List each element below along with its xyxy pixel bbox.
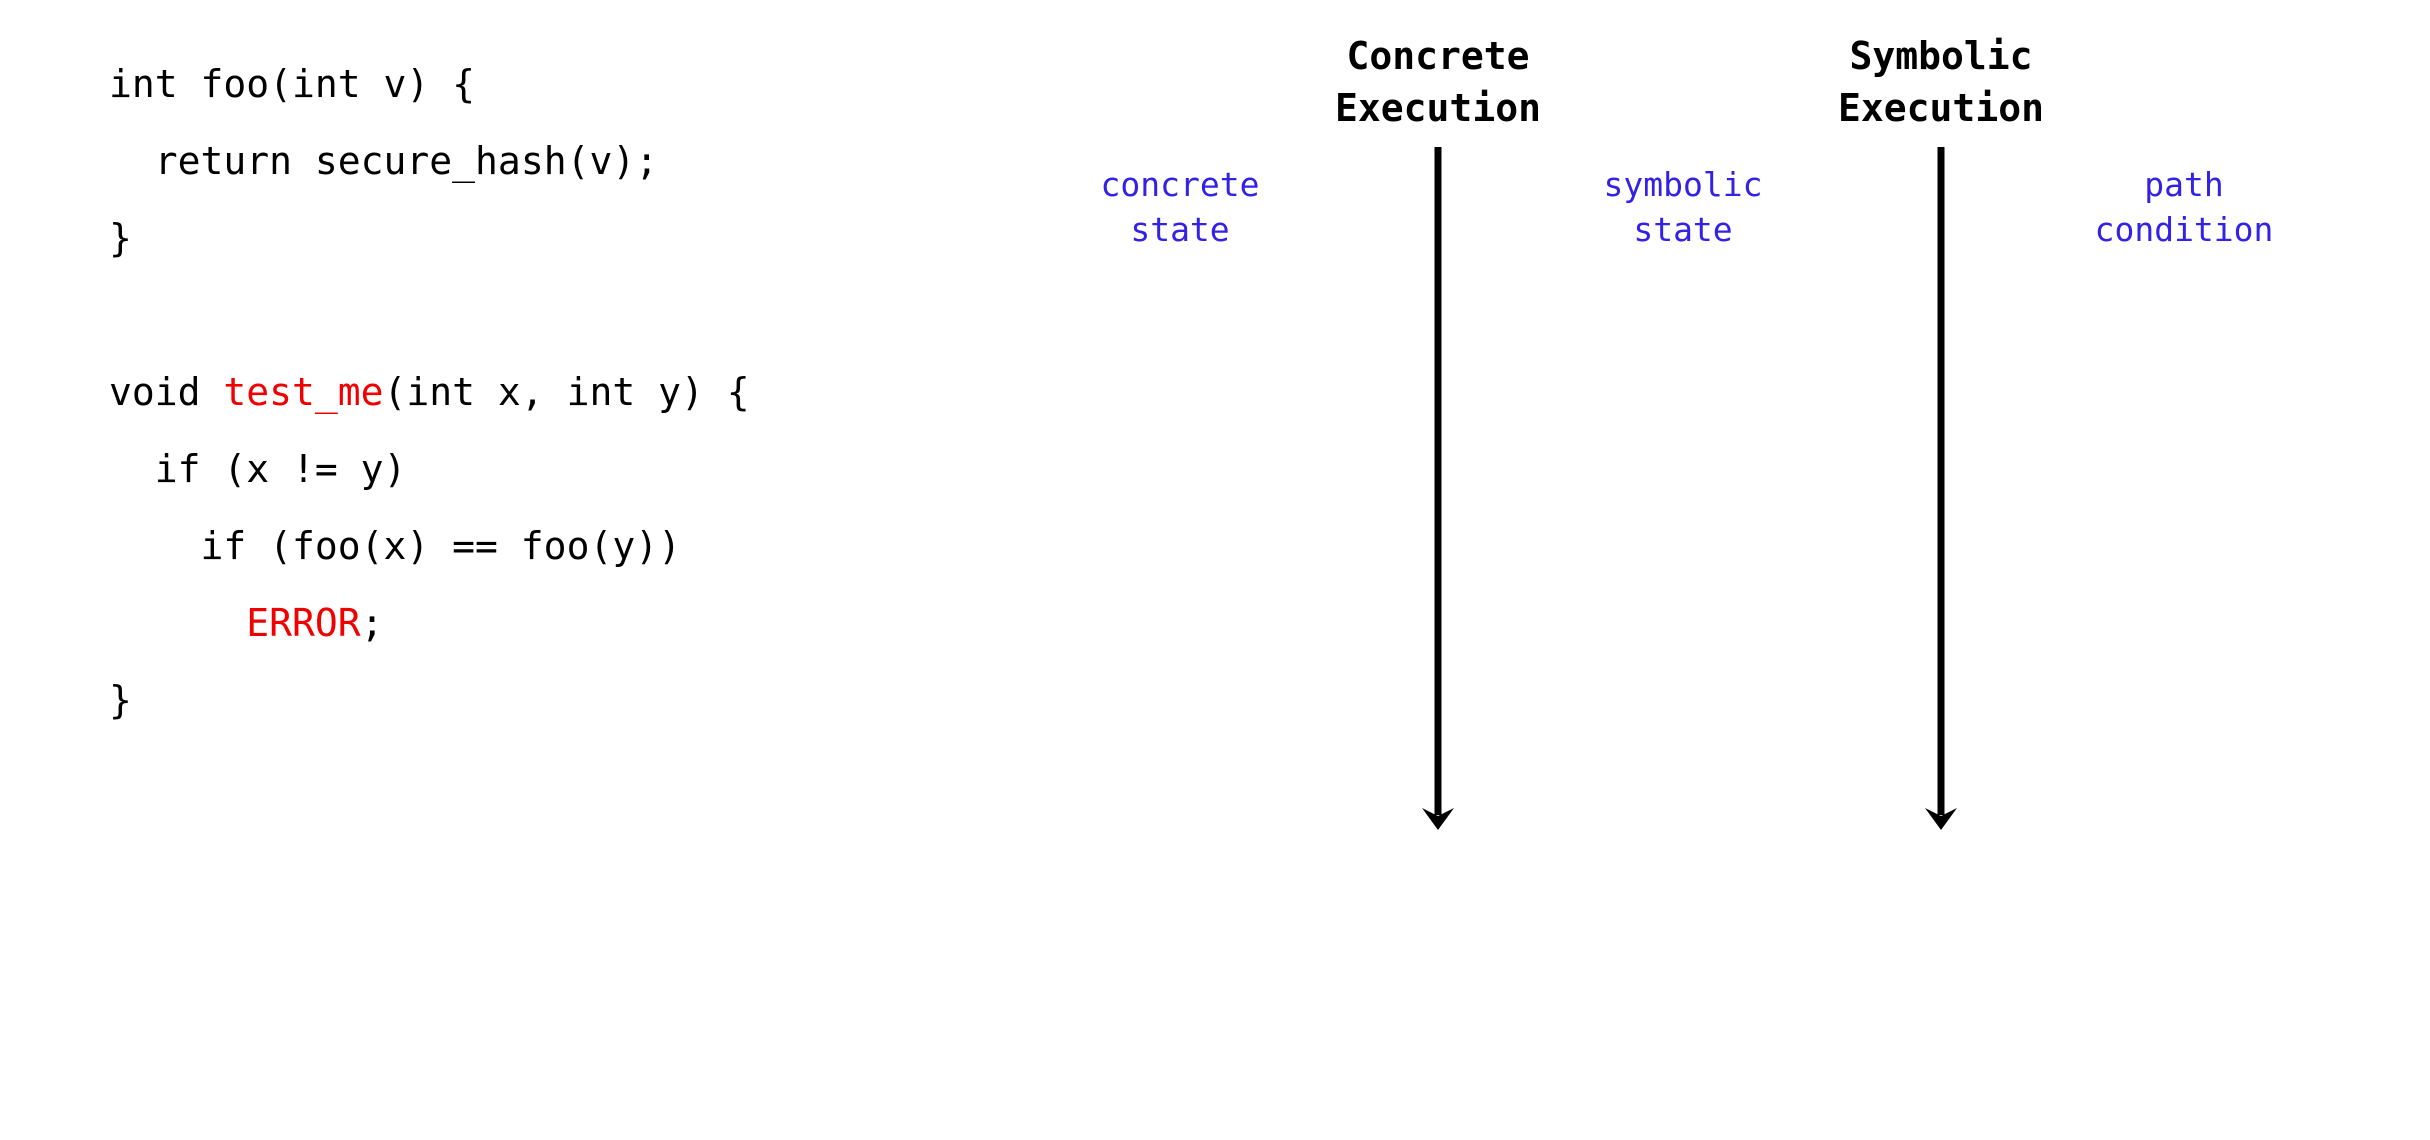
label-line: concrete — [1100, 165, 1260, 204]
concrete-execution-heading: Concrete Execution — [1258, 30, 1618, 134]
highlighted-code-token: ERROR — [246, 601, 361, 645]
code-token: ; — [360, 601, 384, 645]
heading-line: Execution — [1335, 86, 1541, 130]
path-condition-label: path condition — [2034, 162, 2334, 252]
highlighted-code-token: test_me — [223, 370, 384, 414]
code-line: return secure_hash(v); — [109, 123, 750, 200]
symbolic-execution-heading: Symbolic Execution — [1761, 30, 2121, 134]
code-line: void test_me(int x, int y) { — [109, 354, 750, 431]
code-token: } — [109, 678, 132, 722]
symbolic-state-label: symbolic state — [1533, 162, 1833, 252]
label-line: state — [1130, 210, 1230, 249]
code-token: if (x != y) — [154, 447, 407, 491]
code-token: void — [109, 370, 224, 414]
code-token: } — [109, 216, 132, 260]
heading-line: Execution — [1838, 86, 2044, 130]
label-line: symbolic — [1603, 165, 1763, 204]
code-line: if (foo(x) == foo(y)) — [109, 508, 750, 585]
label-line: state — [1633, 210, 1733, 249]
label-line: path — [2144, 165, 2224, 204]
code-line: int foo(int v) { — [109, 46, 750, 123]
heading-line: Symbolic — [1849, 34, 2033, 78]
code-line: } — [109, 662, 750, 739]
heading-line: Concrete — [1346, 34, 1530, 78]
symbolic-execution-arrow — [1925, 147, 1957, 830]
code-token: (int x, int y) { — [383, 370, 750, 414]
code-token: if (foo(x) == foo(y)) — [200, 524, 681, 568]
code-line: if (x != y) — [109, 431, 750, 508]
code-token: return secure_hash(v); — [154, 139, 659, 183]
concrete-execution-arrow — [1422, 147, 1454, 830]
concrete-state-label: concrete state — [1030, 162, 1330, 252]
code-line: } — [109, 200, 750, 277]
code-listing: int foo(int v) { return secure_hash(v);}… — [109, 46, 750, 739]
code-token: int foo(int v) { — [109, 62, 476, 106]
code-line: ERROR; — [109, 585, 750, 662]
label-line: condition — [2094, 210, 2274, 249]
